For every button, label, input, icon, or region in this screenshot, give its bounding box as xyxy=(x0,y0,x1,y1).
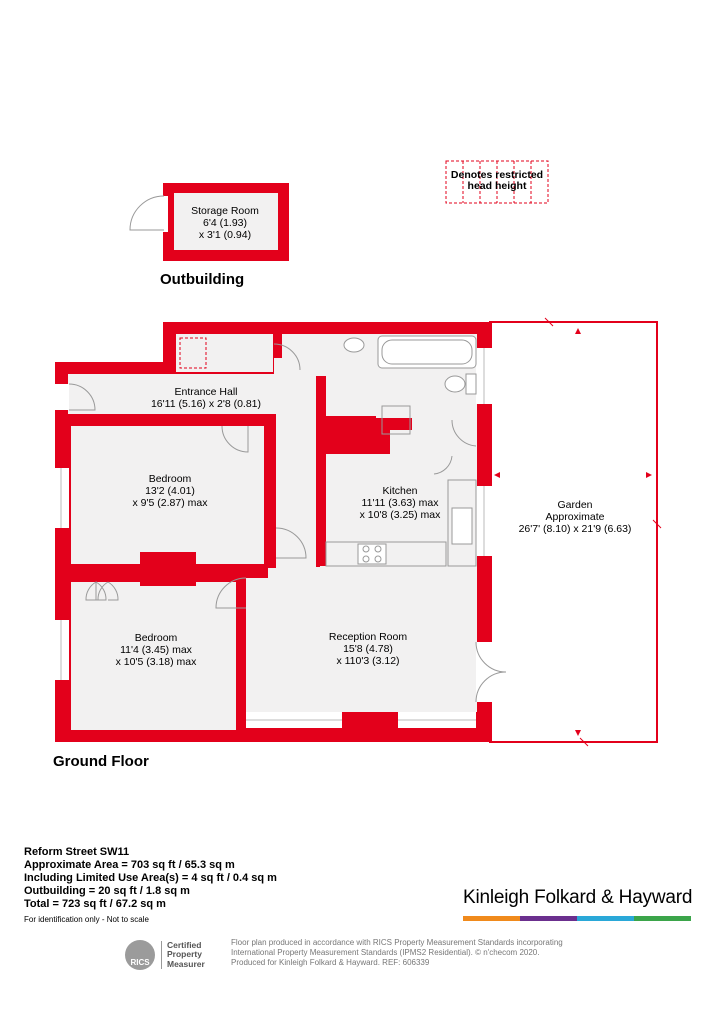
rics-certification: Certified Property Measurer xyxy=(161,939,205,970)
approximate-area: Approximate Area = 703 sq ft / 65.3 sq m xyxy=(24,859,235,871)
openings xyxy=(53,348,492,728)
rics-logo-icon: RICS xyxy=(125,940,155,970)
room-label-garden: Garden Approximate 26'7' (8.10) x 21'9 (… xyxy=(500,499,650,535)
rics-badge: RICS Certified Property Measurer xyxy=(125,938,221,972)
room-label-reception: Reception Room 15'8 (4.78) x 110'3 (3.12… xyxy=(298,631,438,667)
room-dimension: 11'11 (3.63) max xyxy=(361,497,439,509)
room-name: Bedroom xyxy=(134,632,178,644)
area-summary: Reform Street SW11 Approximate Area = 70… xyxy=(24,846,277,926)
disclaimer-line: International Property Measurement Stand… xyxy=(231,948,540,957)
room-name: Kitchen xyxy=(382,485,418,497)
room-dimension: Approximate xyxy=(545,511,605,523)
room-name: Entrance Hall xyxy=(174,386,238,398)
room-label-entrance-hall: Entrance Hall 16'11 (5.16) x 2'8 (0.81) xyxy=(96,386,316,410)
room-dimension: 6'4 (1.93) xyxy=(202,217,248,229)
room-dimension: 26'7' (8.10) x 21'9 (6.63) xyxy=(518,523,632,535)
disclaimer-line: Floor plan produced in accordance with R… xyxy=(231,938,563,947)
brand-bar-blue xyxy=(577,916,634,921)
room-dimension: x 10'8 (3.25) max xyxy=(359,509,441,521)
room-name: Reception Room xyxy=(328,631,408,643)
brand-color-bar xyxy=(463,916,691,921)
brand-bar-purple xyxy=(520,916,577,921)
disclaimer: Floor plan produced in accordance with R… xyxy=(231,938,611,968)
restricted-height-legend-box xyxy=(445,160,549,204)
floor-plan xyxy=(53,160,662,747)
room-dimension: x 10'5 (3.18) max xyxy=(115,656,197,668)
room-label-storage: Storage Room 6'4 (1.93) x 3'1 (0.94) xyxy=(170,205,280,241)
door-swings xyxy=(68,343,507,703)
restricted-height-legend: Denotes restricted head height xyxy=(450,169,544,192)
room-dimension: 15'8 (4.78) xyxy=(343,643,393,655)
room-label-kitchen: Kitchen 11'11 (3.63) max x 10'8 (3.25) m… xyxy=(330,485,470,521)
room-dimension: x 3'1 (0.94) xyxy=(198,229,252,241)
agency-name: Kinleigh Folkard & Hayward xyxy=(463,887,693,908)
section-title-outbuilding: Outbuilding xyxy=(160,271,245,288)
outbuilding-plan xyxy=(129,183,289,261)
room-dimension: x 110'3 (3.12) xyxy=(336,655,400,667)
window-glazing xyxy=(60,348,485,721)
room-dimension: 16'11 (5.16) x 2'8 (0.81) xyxy=(150,398,262,410)
agency-brand: Kinleigh Folkard & Hayward xyxy=(463,887,693,921)
rics-text-line: Certified xyxy=(167,939,202,950)
brand-bar-orange xyxy=(463,916,520,921)
interior-wall-blocks xyxy=(68,376,398,732)
rics-text-line: Property xyxy=(167,949,202,960)
address: Reform Street SW11 xyxy=(24,846,130,858)
scale-note: For identification only - Not to scale xyxy=(24,915,149,924)
limited-use-area: Including Limited Use Area(s) = 4 sq ft … xyxy=(24,872,277,884)
rics-text-line: Measurer xyxy=(167,958,205,969)
outbuilding-area: Outbuilding = 20 sq ft / 1.8 sq m xyxy=(24,885,190,897)
room-dimension: 11'4 (3.45) max xyxy=(120,644,192,656)
section-title-ground-floor: Ground Floor xyxy=(53,753,149,770)
room-label-bedroom-2: Bedroom 11'4 (3.45) max x 10'5 (3.18) ma… xyxy=(86,632,226,668)
room-label-bedroom-1: Bedroom 13'2 (4.01) x 9'5 (2.87) max xyxy=(100,473,240,509)
room-dimension: 13'2 (4.01) xyxy=(145,485,195,497)
total-area: Total = 723 sq ft / 67.2 sq m xyxy=(24,898,166,910)
room-dimension: x 9'5 (2.87) max xyxy=(132,497,208,509)
disclaimer-line: Produced for Kinleigh Folkard & Hayward.… xyxy=(231,958,430,967)
brand-bar-green xyxy=(634,916,691,921)
room-name: Storage Room xyxy=(191,205,259,217)
room-name: Garden xyxy=(557,499,593,511)
ground-floor-rooms xyxy=(68,334,477,730)
fixtures xyxy=(179,335,477,567)
room-name: Bedroom xyxy=(148,473,192,485)
